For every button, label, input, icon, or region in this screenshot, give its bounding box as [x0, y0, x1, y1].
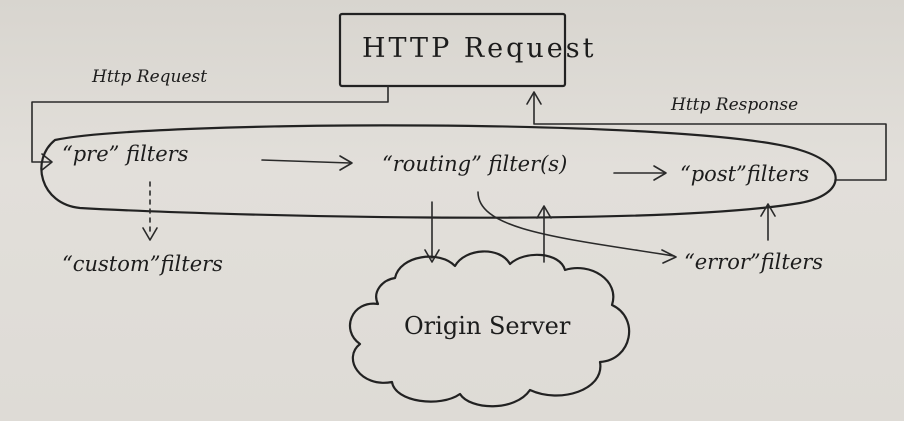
arrow-routing-to-error: [477, 191, 675, 257]
arrow-routing-to-origin-head: [424, 249, 440, 263]
arrow-pre-to-routing: [261, 159, 351, 164]
routing-filters-node: “routing” filter(s): [382, 152, 568, 176]
filter-chain-loop: [40, 124, 837, 219]
arrow-routing-to-post-head: [653, 165, 667, 181]
http-request-box: [338, 12, 567, 88]
origin-server-node: Origin Server: [404, 312, 571, 340]
http-response-edge-label: Http Response: [671, 95, 799, 115]
custom-filters-node: “custom”filters: [62, 252, 223, 276]
arrow-routing-to-error-head: [661, 249, 677, 264]
pre-filters-node: “pre” filters: [62, 142, 189, 166]
response-path-arrowhead: [526, 91, 542, 105]
http-request-node: HTTP Request: [362, 33, 597, 64]
request-path-line: [31, 85, 389, 163]
arrow-pre-to-custom-head: [142, 227, 158, 241]
arrow-error-to-post-head: [760, 203, 776, 217]
request-path-arrowhead: [41, 153, 53, 171]
arrow-origin-to-routing-head: [536, 205, 552, 219]
origin-server-cloud: [349, 250, 631, 408]
response-path-line: [533, 93, 887, 181]
post-filters-node: “post”filters: [680, 162, 810, 186]
error-filters-node: “error”filters: [684, 250, 824, 274]
http-request-edge-label: Http Request: [92, 67, 208, 87]
arrow-pre-to-routing-head: [339, 155, 353, 171]
